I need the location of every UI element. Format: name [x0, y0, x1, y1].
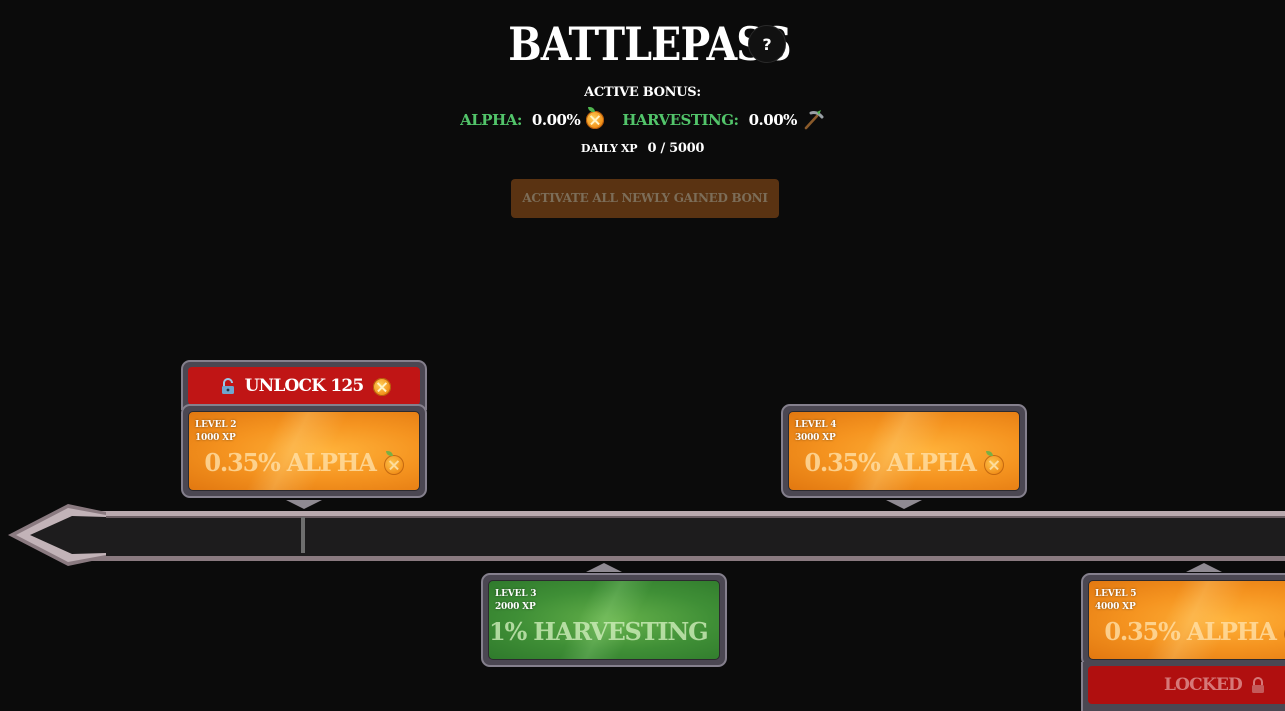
- track-arrow-head-icon: [8, 504, 106, 566]
- daily-xp-value: 0 / 5000: [647, 141, 705, 156]
- level-reward: 0.35% ALPHA: [204, 448, 376, 477]
- battlepass-track: [60, 511, 1285, 561]
- level-reward: 0.35% ALPHA: [804, 448, 976, 477]
- level-card-4[interactable]: LEVEL 4 3000 XP 0.35% ALPHA: [781, 404, 1027, 498]
- level-card-3[interactable]: LEVEL 3 2000 XP 1% HARVESTING: [481, 573, 727, 667]
- orange-coin-icon: [983, 450, 1004, 475]
- level-number: LEVEL 2: [195, 420, 237, 430]
- active-bonus-heading: ACTIVE BONUS:: [584, 85, 701, 100]
- daily-xp-row: DAILY XP 0 / 5000: [0, 141, 1285, 156]
- level-xp: 2000 XP: [495, 602, 536, 612]
- locked-label: LOCKED: [1164, 675, 1243, 695]
- orange-coin-icon: [586, 107, 605, 129]
- unlock-panel: UNLOCK 125: [181, 360, 427, 410]
- locked-panel: LOCKED: [1081, 662, 1285, 711]
- level-card-5[interactable]: LEVEL 5 4000 XP 0.35% ALPHA: [1081, 573, 1285, 667]
- padlock-closed-icon: [1252, 677, 1265, 693]
- level-number: LEVEL 5: [1095, 589, 1137, 599]
- harvesting-bonus-label: HARVESTING:: [622, 111, 739, 129]
- pickaxe-icon: [804, 110, 824, 130]
- orange-coin-icon: [383, 450, 404, 475]
- alpha-bonus-value: 0.00%: [531, 111, 581, 129]
- orange-coin-icon: [372, 377, 391, 396]
- level-pointer-3: [586, 563, 622, 572]
- page-title: BATTLEPASS: [508, 17, 792, 71]
- alpha-bonus-label: ALPHA:: [460, 111, 522, 129]
- orange-coin-icon: [1283, 623, 1285, 644]
- unlock-button[interactable]: UNLOCK 125: [188, 367, 420, 405]
- level-xp: 1000 XP: [195, 433, 236, 443]
- level-number: LEVEL 3: [495, 589, 537, 599]
- level-number: LEVEL 4: [795, 420, 837, 430]
- level-reward: 1% HARVESTING: [489, 617, 709, 646]
- padlock-open-icon: [222, 378, 235, 394]
- activate-boni-button[interactable]: ACTIVATE ALL NEWLY GAINED BONI: [511, 179, 779, 218]
- active-bonus-row: ALPHA: 0.00% HARVESTING: 0.00%: [0, 107, 1285, 130]
- level-pointer-5: [1186, 563, 1222, 572]
- level-pointer-4: [886, 500, 922, 509]
- unlock-label: UNLOCK 125: [244, 376, 365, 396]
- level-xp: 3000 XP: [795, 433, 836, 443]
- level-reward: 0.35% ALPHA: [1104, 617, 1276, 646]
- daily-xp-label: DAILY XP: [580, 142, 638, 155]
- level-card-2[interactable]: LEVEL 2 1000 XP 0.35% ALPHA: [181, 404, 427, 498]
- level-pointer-2: [286, 500, 322, 509]
- help-button[interactable]: ?: [748, 25, 786, 63]
- level-xp: 4000 XP: [1095, 602, 1136, 612]
- progress-marker: [301, 517, 305, 553]
- harvesting-bonus-value: 0.00%: [748, 111, 798, 129]
- locked-status: LOCKED: [1088, 666, 1285, 704]
